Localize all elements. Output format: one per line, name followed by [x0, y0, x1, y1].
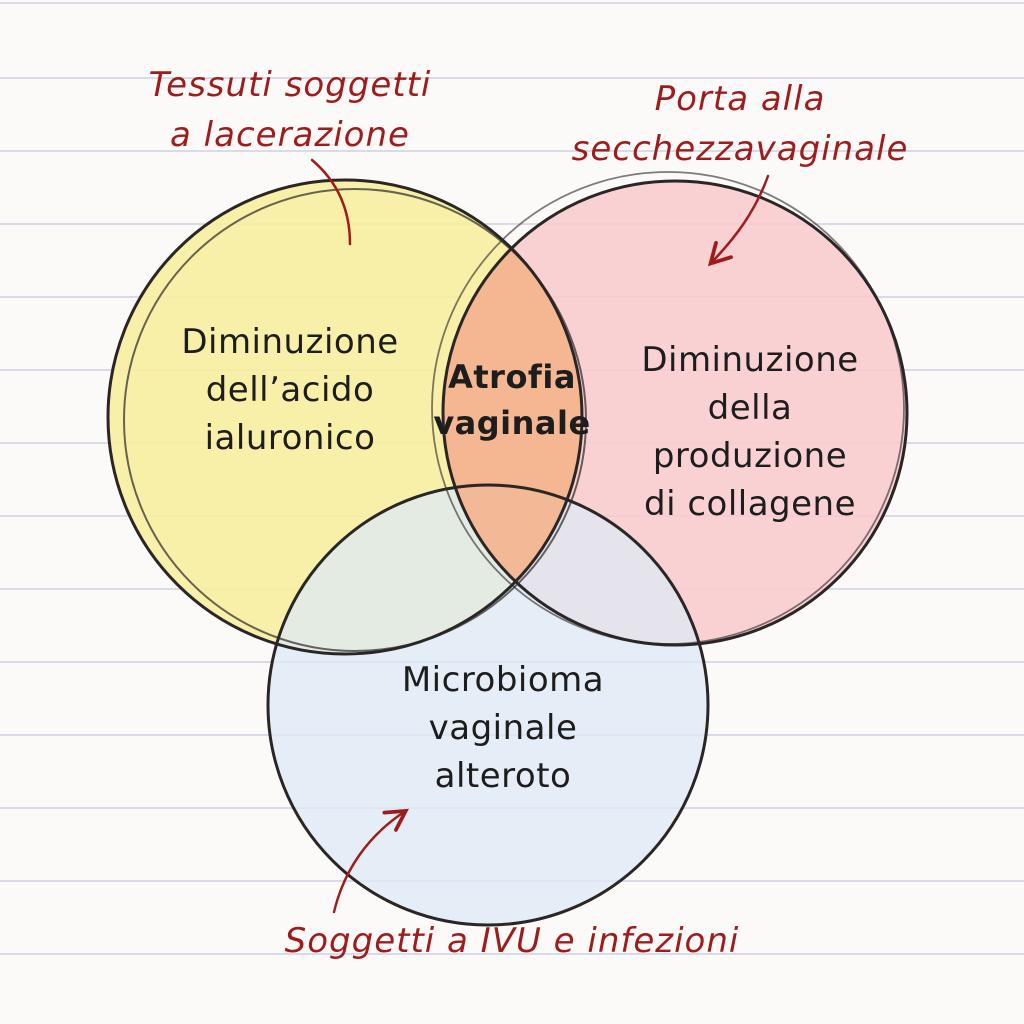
right-circle-outline: [431, 171, 909, 647]
arrow-secchezza: [707, 174, 770, 267]
bottom-circle-label: Microbioma vaginale alteroto: [401, 660, 605, 796]
right-circle-label: Diminuzione della produzione di collagen…: [641, 340, 859, 524]
annotation-tessuti: Tessuti soggetti a lacerazione: [148, 65, 432, 155]
bottom-circle-fill: [268, 485, 708, 925]
arrow-ivu: [332, 808, 409, 914]
annotation-ivu: Soggetti a IVU e infezioni: [284, 921, 740, 961]
annotation-secchezza: Porta alla secchezzavaginale: [571, 79, 909, 169]
left-circle-outline: [106, 178, 587, 656]
bottom-circle-outline: [266, 483, 710, 927]
center-label: Atrofia vaginale: [433, 358, 591, 442]
arrow-tessuti: [310, 158, 352, 246]
left-circle-label: Diminuzione dell’acido ialuronico: [181, 322, 399, 458]
